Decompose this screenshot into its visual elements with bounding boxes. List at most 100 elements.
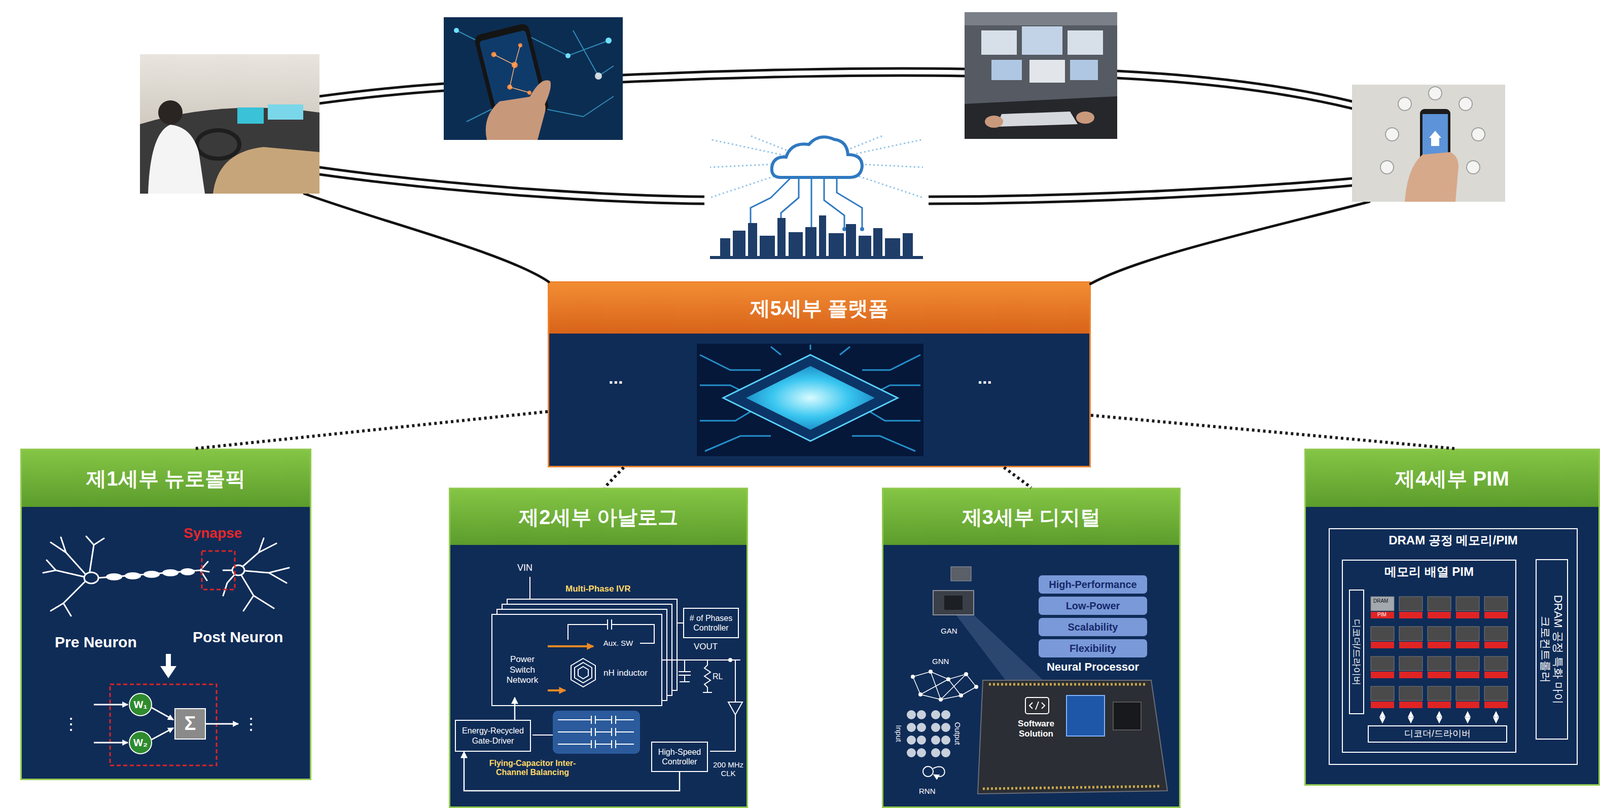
neural-processor-illustration	[910, 674, 915, 680]
pim-cell-array	[1455, 596, 1480, 619]
flying-capacitor-array	[557, 716, 634, 749]
signal-wire	[514, 697, 516, 721]
feature-pill: Flexibility	[1038, 639, 1148, 658]
dotted-connector	[1090, 415, 1455, 449]
car-photo	[267, 104, 304, 120]
pim-cell-array	[1370, 612, 1395, 619]
neuron-label: Post Neuron	[192, 628, 283, 647]
cell-label: DRAM	[1373, 598, 1389, 604]
cloud-city-picture	[748, 223, 758, 257]
block-text: Power Switch Network	[503, 654, 542, 686]
cloud-city-picture	[788, 232, 803, 257]
label-anchor: Neural Processor	[1092, 667, 1186, 681]
neuron-label: Pre Neuron	[54, 633, 137, 652]
neural-processor-illustration	[964, 672, 969, 677]
ivr-schematic	[607, 619, 612, 630]
label-anchor: Post Neuron	[192, 628, 283, 647]
pim-cell-array	[1370, 656, 1395, 679]
part-name: nH inductor	[603, 668, 648, 679]
pim-cell-array	[1410, 712, 1412, 724]
neural-processor-illustration	[982, 786, 1162, 790]
perceptron-model	[129, 731, 152, 755]
neural-processor-illustration	[1025, 697, 1049, 715]
label-anchor: VOUT	[693, 642, 718, 653]
frame-title: DRAM 공정 메모리/PIM	[1388, 533, 1518, 549]
block-caption: Software Solution	[1008, 719, 1064, 739]
controller-block: DRAM 공정 특화 마이크로컨트롤러	[1535, 559, 1569, 740]
cloud-city-picture	[873, 228, 883, 257]
hologram-photo	[981, 30, 1017, 55]
label-anchor: Pre Neuron	[54, 633, 137, 652]
ivr-schematic	[728, 658, 732, 662]
phase-current-arrows	[547, 646, 594, 691]
neural-processor-illustration	[941, 723, 951, 733]
cloud-city-picture	[860, 227, 865, 232]
smart-home-photo	[1352, 84, 1506, 202]
hologram-photo	[1070, 59, 1098, 81]
pim-cell-array	[1381, 712, 1383, 724]
neural-processor-illustration	[950, 566, 972, 582]
pill-text: Scalability	[1068, 621, 1119, 634]
neural-processor-illustration	[958, 693, 964, 698]
pim-cell-array	[1370, 686, 1395, 709]
cloud-city-picture	[709, 215, 923, 260]
circuit-block: High-Speed Controller	[651, 741, 708, 773]
flying-capacitor-array	[591, 740, 616, 749]
block-text: Aux. SW	[603, 638, 633, 649]
flying-capacitor-array	[591, 716, 616, 725]
ivr-schematic	[571, 658, 596, 688]
neuron-illustration	[124, 572, 141, 580]
cloud-city-picture	[709, 256, 923, 260]
pim-cell-array	[1467, 712, 1469, 724]
car-photo	[158, 100, 183, 125]
block-text: # of Phases Controller	[686, 613, 736, 633]
neuron-illustration	[84, 572, 99, 584]
label-anchor: GAN	[940, 626, 958, 636]
feature-pill: High-Performance	[1038, 575, 1148, 594]
layer-name: Output	[952, 722, 962, 745]
hologram-photo	[964, 96, 1118, 139]
perceptron-model	[129, 693, 152, 717]
neural-processor-illustration	[906, 748, 916, 758]
hologram-photo	[1076, 111, 1095, 124]
chip-illustration	[696, 343, 924, 457]
ivr-schematic	[574, 662, 592, 684]
pim-cell-array	[1484, 686, 1508, 709]
hologram-photo	[984, 115, 1004, 128]
phone-photo	[605, 37, 612, 44]
smart-home-photo	[1466, 160, 1480, 174]
smart-home-photo	[1429, 130, 1442, 147]
cloud-city-picture	[732, 230, 746, 257]
neural-processor-illustration	[977, 680, 1168, 795]
cloud-city-picture	[759, 235, 775, 257]
dotted-connector	[194, 411, 548, 449]
cloud-city-picture	[845, 224, 857, 257]
hologram-photo	[1021, 26, 1063, 55]
circuit-block: # of Phases Controller	[683, 608, 739, 639]
weight-label: W₁	[133, 699, 148, 711]
neural-processor-illustration	[941, 748, 951, 758]
smart-home-photo	[1428, 86, 1442, 100]
subproject-title: 제1세부 뉴로몰픽	[21, 450, 310, 508]
neural-processor-illustration	[906, 723, 916, 733]
neural-processor-illustration	[988, 683, 1147, 687]
pim-cell-array	[1427, 596, 1451, 619]
cloud-city-picture	[884, 238, 901, 257]
signal-name: 200 MHz CLK	[711, 760, 745, 779]
ivr-schematic	[578, 666, 589, 680]
pill-text: Low-Power	[1065, 599, 1121, 613]
neural-processor-illustration	[1029, 701, 1045, 710]
memory-frame: DRAM 공정 메모리/PIM메모리 배열 PIM디코더/드라이버디코더/드라이…	[1328, 528, 1578, 766]
network-ring	[319, 174, 705, 204]
pim-cell-array	[1495, 712, 1497, 724]
neural-processor-illustration	[918, 692, 923, 697]
chip-illustration	[723, 354, 898, 442]
pim-cell-array	[1370, 596, 1508, 724]
neural-processor-illustration	[941, 710, 951, 720]
pill-text: High-Performance	[1048, 578, 1137, 591]
neuron-illustration	[162, 569, 179, 577]
label-anchor: ⋮	[70, 724, 88, 743]
hologram-photo	[991, 59, 1022, 81]
